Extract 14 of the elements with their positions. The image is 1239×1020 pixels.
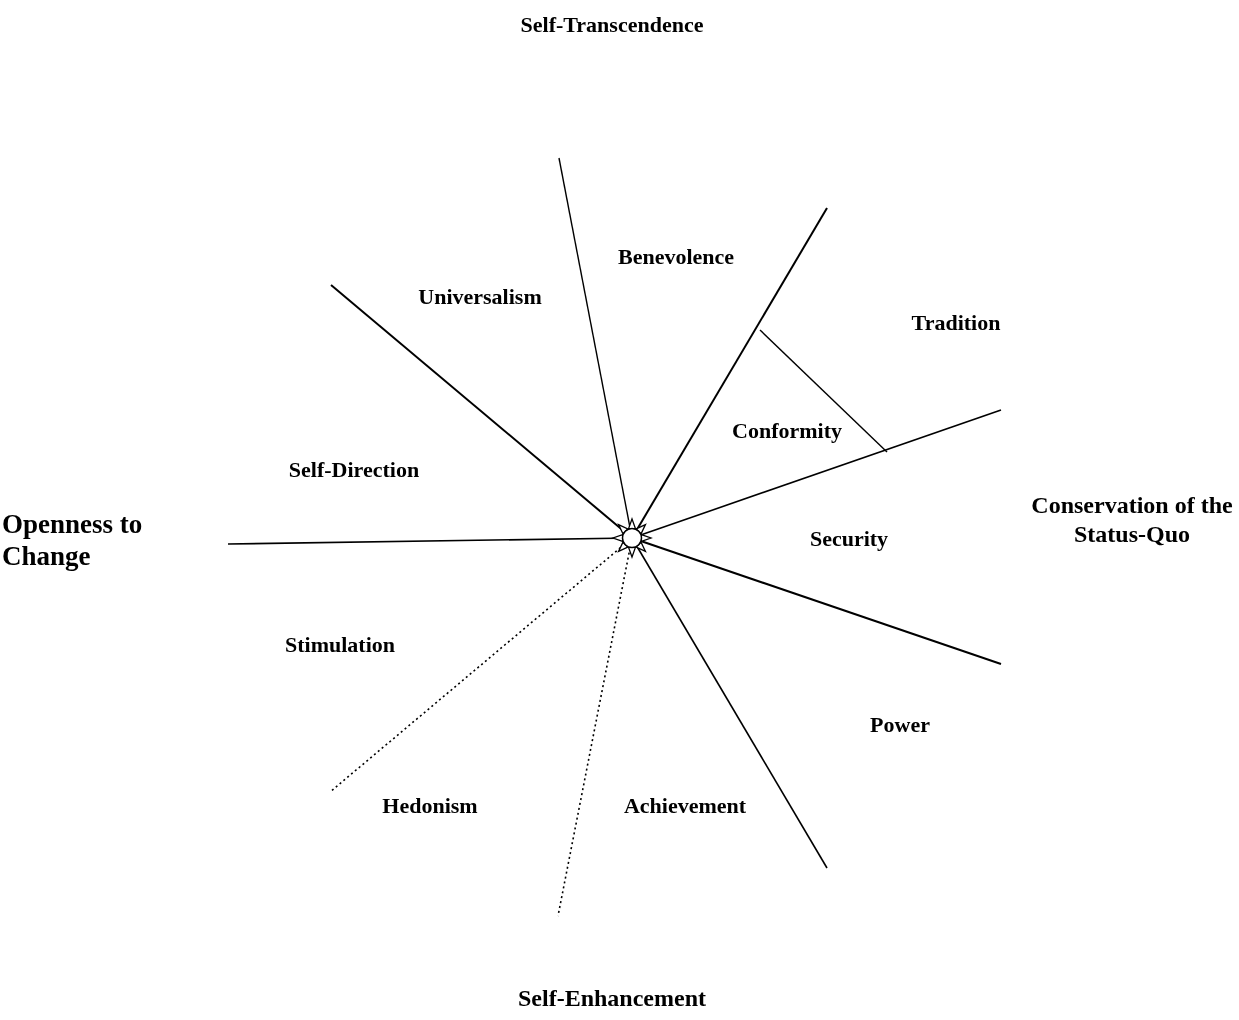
value-label: Security <box>809 525 889 553</box>
value-label: Hedonism <box>382 792 478 820</box>
value-label: Achievement <box>623 792 747 820</box>
value-label: Power <box>870 711 930 739</box>
value-label: Conformity <box>732 417 842 445</box>
value-label: Self-Transcendence <box>520 11 704 39</box>
value-label: Self-Direction <box>288 456 420 484</box>
value-label: Tradition <box>911 309 1001 337</box>
axis-label: Conservation of the Status-Quo <box>1030 491 1234 549</box>
value-label: Benevolence <box>617 243 735 271</box>
axis-label: Openness to Change <box>2 507 144 573</box>
value-label: Stimulation <box>285 631 395 659</box>
value-label: Self-Enhancement <box>518 983 706 1013</box>
value-label: Universalism <box>418 283 542 311</box>
